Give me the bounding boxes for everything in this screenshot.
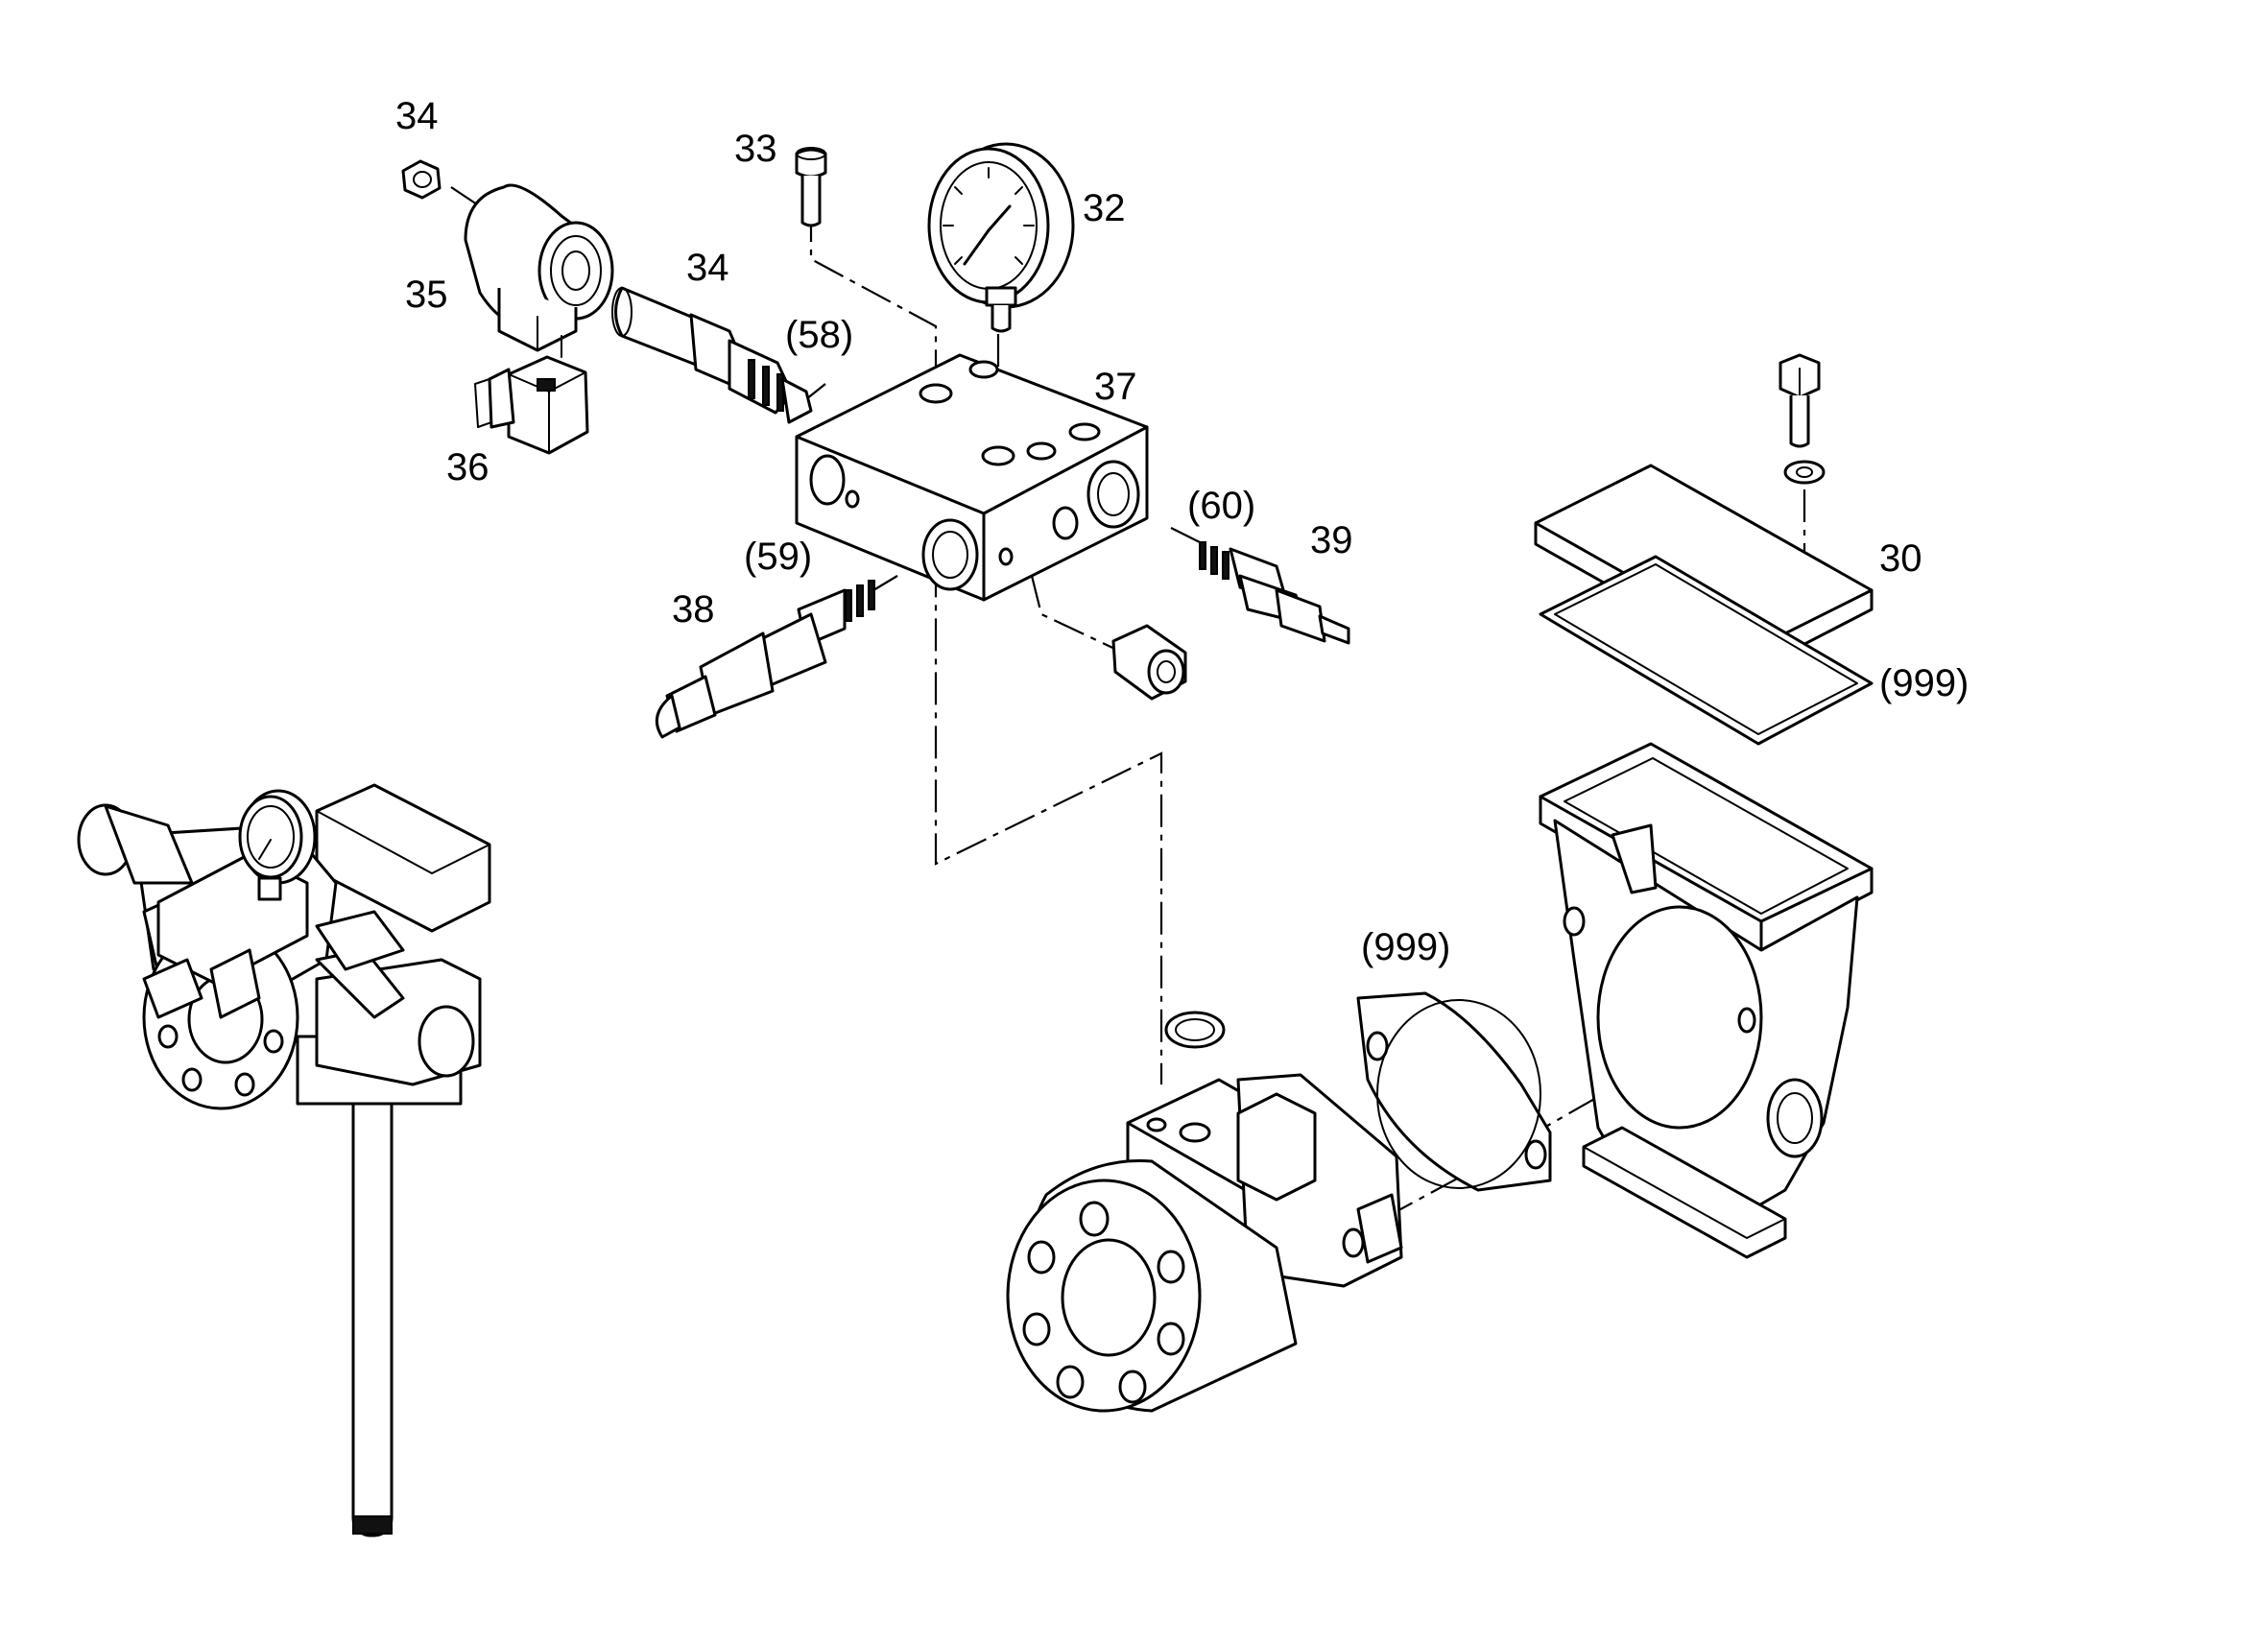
callout-58: (58) — [785, 314, 853, 356]
connector-plug-part-36 — [474, 335, 589, 455]
screw-part-33 — [795, 147, 827, 227]
callout-36: 36 — [446, 446, 489, 488]
callout-30: 30 — [1879, 537, 1922, 580]
assembly-line-valve-59 — [872, 575, 898, 591]
cartridge-valve-part-39 — [1199, 541, 1350, 645]
hydraulic-motor — [1006, 1073, 1403, 1413]
assembly-lines — [450, 186, 1806, 1215]
solenoid-coil-part-35 — [464, 183, 614, 352]
cartridge-valve-part-38 — [655, 580, 875, 739]
assembly-line-valve-60 — [1170, 527, 1201, 543]
callout-32: 32 — [1083, 187, 1126, 229]
bolt-part-30 — [1779, 353, 1826, 485]
nut-part-34 — [401, 159, 442, 200]
callout-999-lower: (999) — [1361, 926, 1450, 968]
callout-35: 35 — [405, 274, 448, 316]
callout-37: 37 — [1094, 366, 1137, 408]
flat-gasket-999-upper — [1539, 555, 1874, 746]
callout-33: 33 — [734, 128, 777, 170]
assembly-line-plug — [1030, 575, 1124, 654]
callout-60: (60) — [1187, 485, 1255, 527]
pressure-gauge-part-32 — [927, 142, 1075, 333]
assembled-view — [77, 783, 491, 1537]
plug-fitting — [1111, 624, 1187, 701]
callout-34-valve: 34 — [686, 247, 729, 289]
callout-34-nut: 34 — [395, 95, 439, 137]
callout-38: 38 — [672, 588, 715, 631]
cartridge-valve-part-34 — [611, 286, 813, 424]
o-ring — [1164, 1011, 1226, 1049]
callout-labels: 34 33 32 35 34 (58) 37 36 (60) 39 (59) 3… — [395, 95, 1969, 968]
valve-block-part-37 — [795, 353, 1149, 602]
callout-59: (59) — [744, 536, 812, 578]
callout-39: 39 — [1310, 519, 1353, 561]
assembly-line-bolt-33 — [809, 209, 1163, 1084]
pump-housing — [1539, 742, 1874, 1259]
flange-gasket-999-lower — [1356, 991, 1552, 1192]
callout-999-upper: (999) — [1879, 662, 1969, 704]
